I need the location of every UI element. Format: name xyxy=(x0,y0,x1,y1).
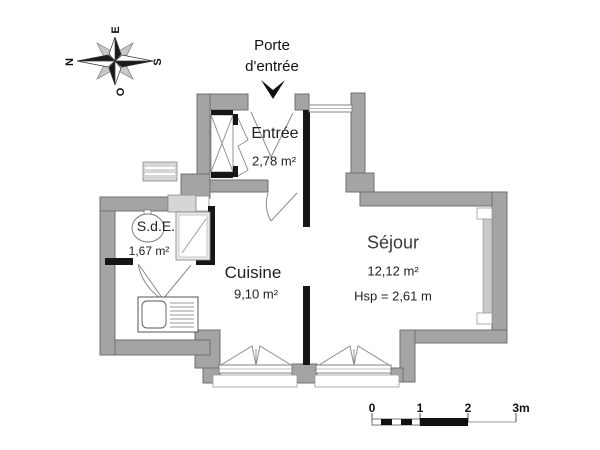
french-window-cuisine xyxy=(212,345,298,388)
technical-shafts xyxy=(142,161,210,213)
scale-bar xyxy=(371,413,517,426)
entry-arrow-icon xyxy=(261,80,285,99)
compass-rose-icon xyxy=(76,36,154,86)
sde-fixtures xyxy=(131,209,211,261)
sejour-right-window xyxy=(476,207,493,325)
cuisine-door-swing xyxy=(265,192,298,222)
entree-top-window xyxy=(308,104,353,113)
entry-door-swing xyxy=(250,111,294,159)
washbasin xyxy=(131,213,165,243)
french-window-sejour xyxy=(314,345,400,388)
closet-folding-door xyxy=(236,115,249,177)
partition-walls xyxy=(105,110,310,365)
kitchen-sink xyxy=(137,296,199,333)
sde-door-swing xyxy=(137,263,192,301)
closet xyxy=(210,114,249,177)
